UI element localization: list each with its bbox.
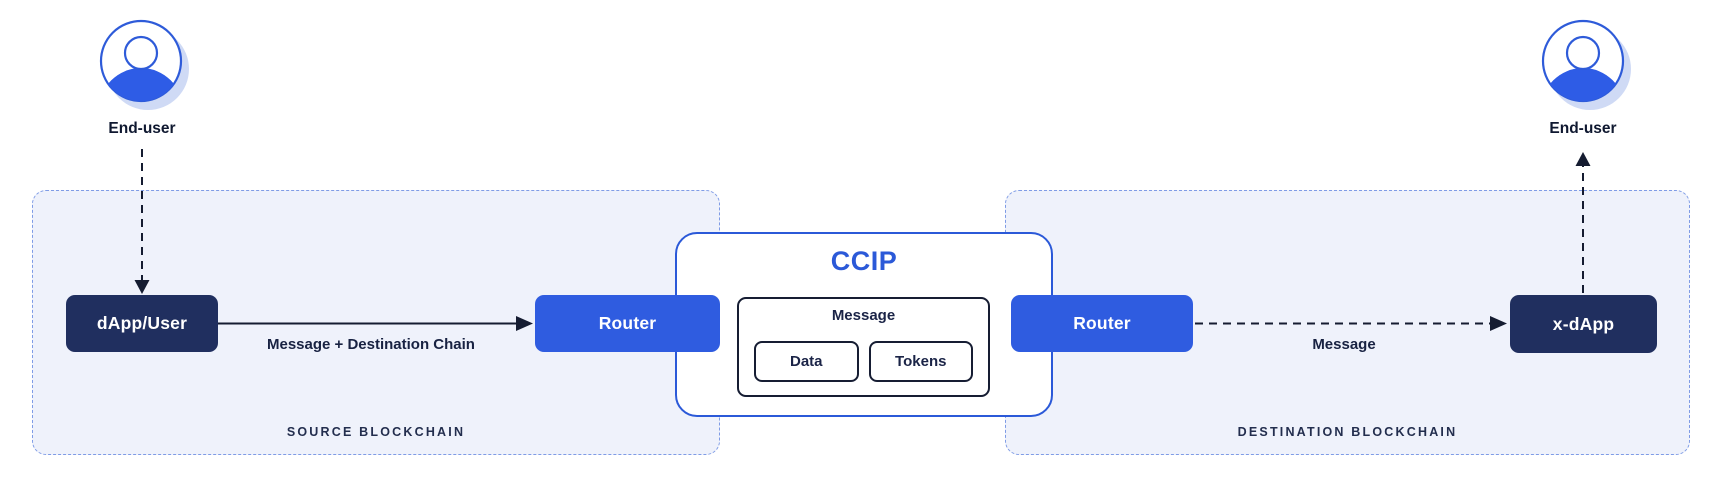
source-blockchain-label: SOURCE BLOCKCHAIN <box>286 425 466 439</box>
ccip-box: CCIP Message Data Tokens <box>675 232 1053 417</box>
destination-router-node: Router <box>1011 295 1193 352</box>
end-user-label-right: End-user <box>1549 120 1617 137</box>
end-user-label-left: End-user <box>108 120 176 137</box>
message-payload-row: Data Tokens <box>739 341 988 382</box>
source-router-node: Router <box>535 295 720 352</box>
dapp-user-node: dApp/User <box>66 295 218 352</box>
message-box-label: Message <box>831 307 896 324</box>
source-arrow-label: Message + Destination Chain <box>267 336 475 353</box>
message-box: Message Data Tokens <box>737 297 990 397</box>
ccip-title: CCIP <box>830 246 898 276</box>
tokens-chip: Tokens <box>868 341 973 382</box>
data-chip: Data <box>754 341 859 382</box>
destination-arrow-label: Message <box>1312 336 1376 353</box>
xdapp-node: x-dApp <box>1510 295 1657 353</box>
destination-blockchain-label: DESTINATION BLOCKCHAIN <box>1237 425 1458 439</box>
